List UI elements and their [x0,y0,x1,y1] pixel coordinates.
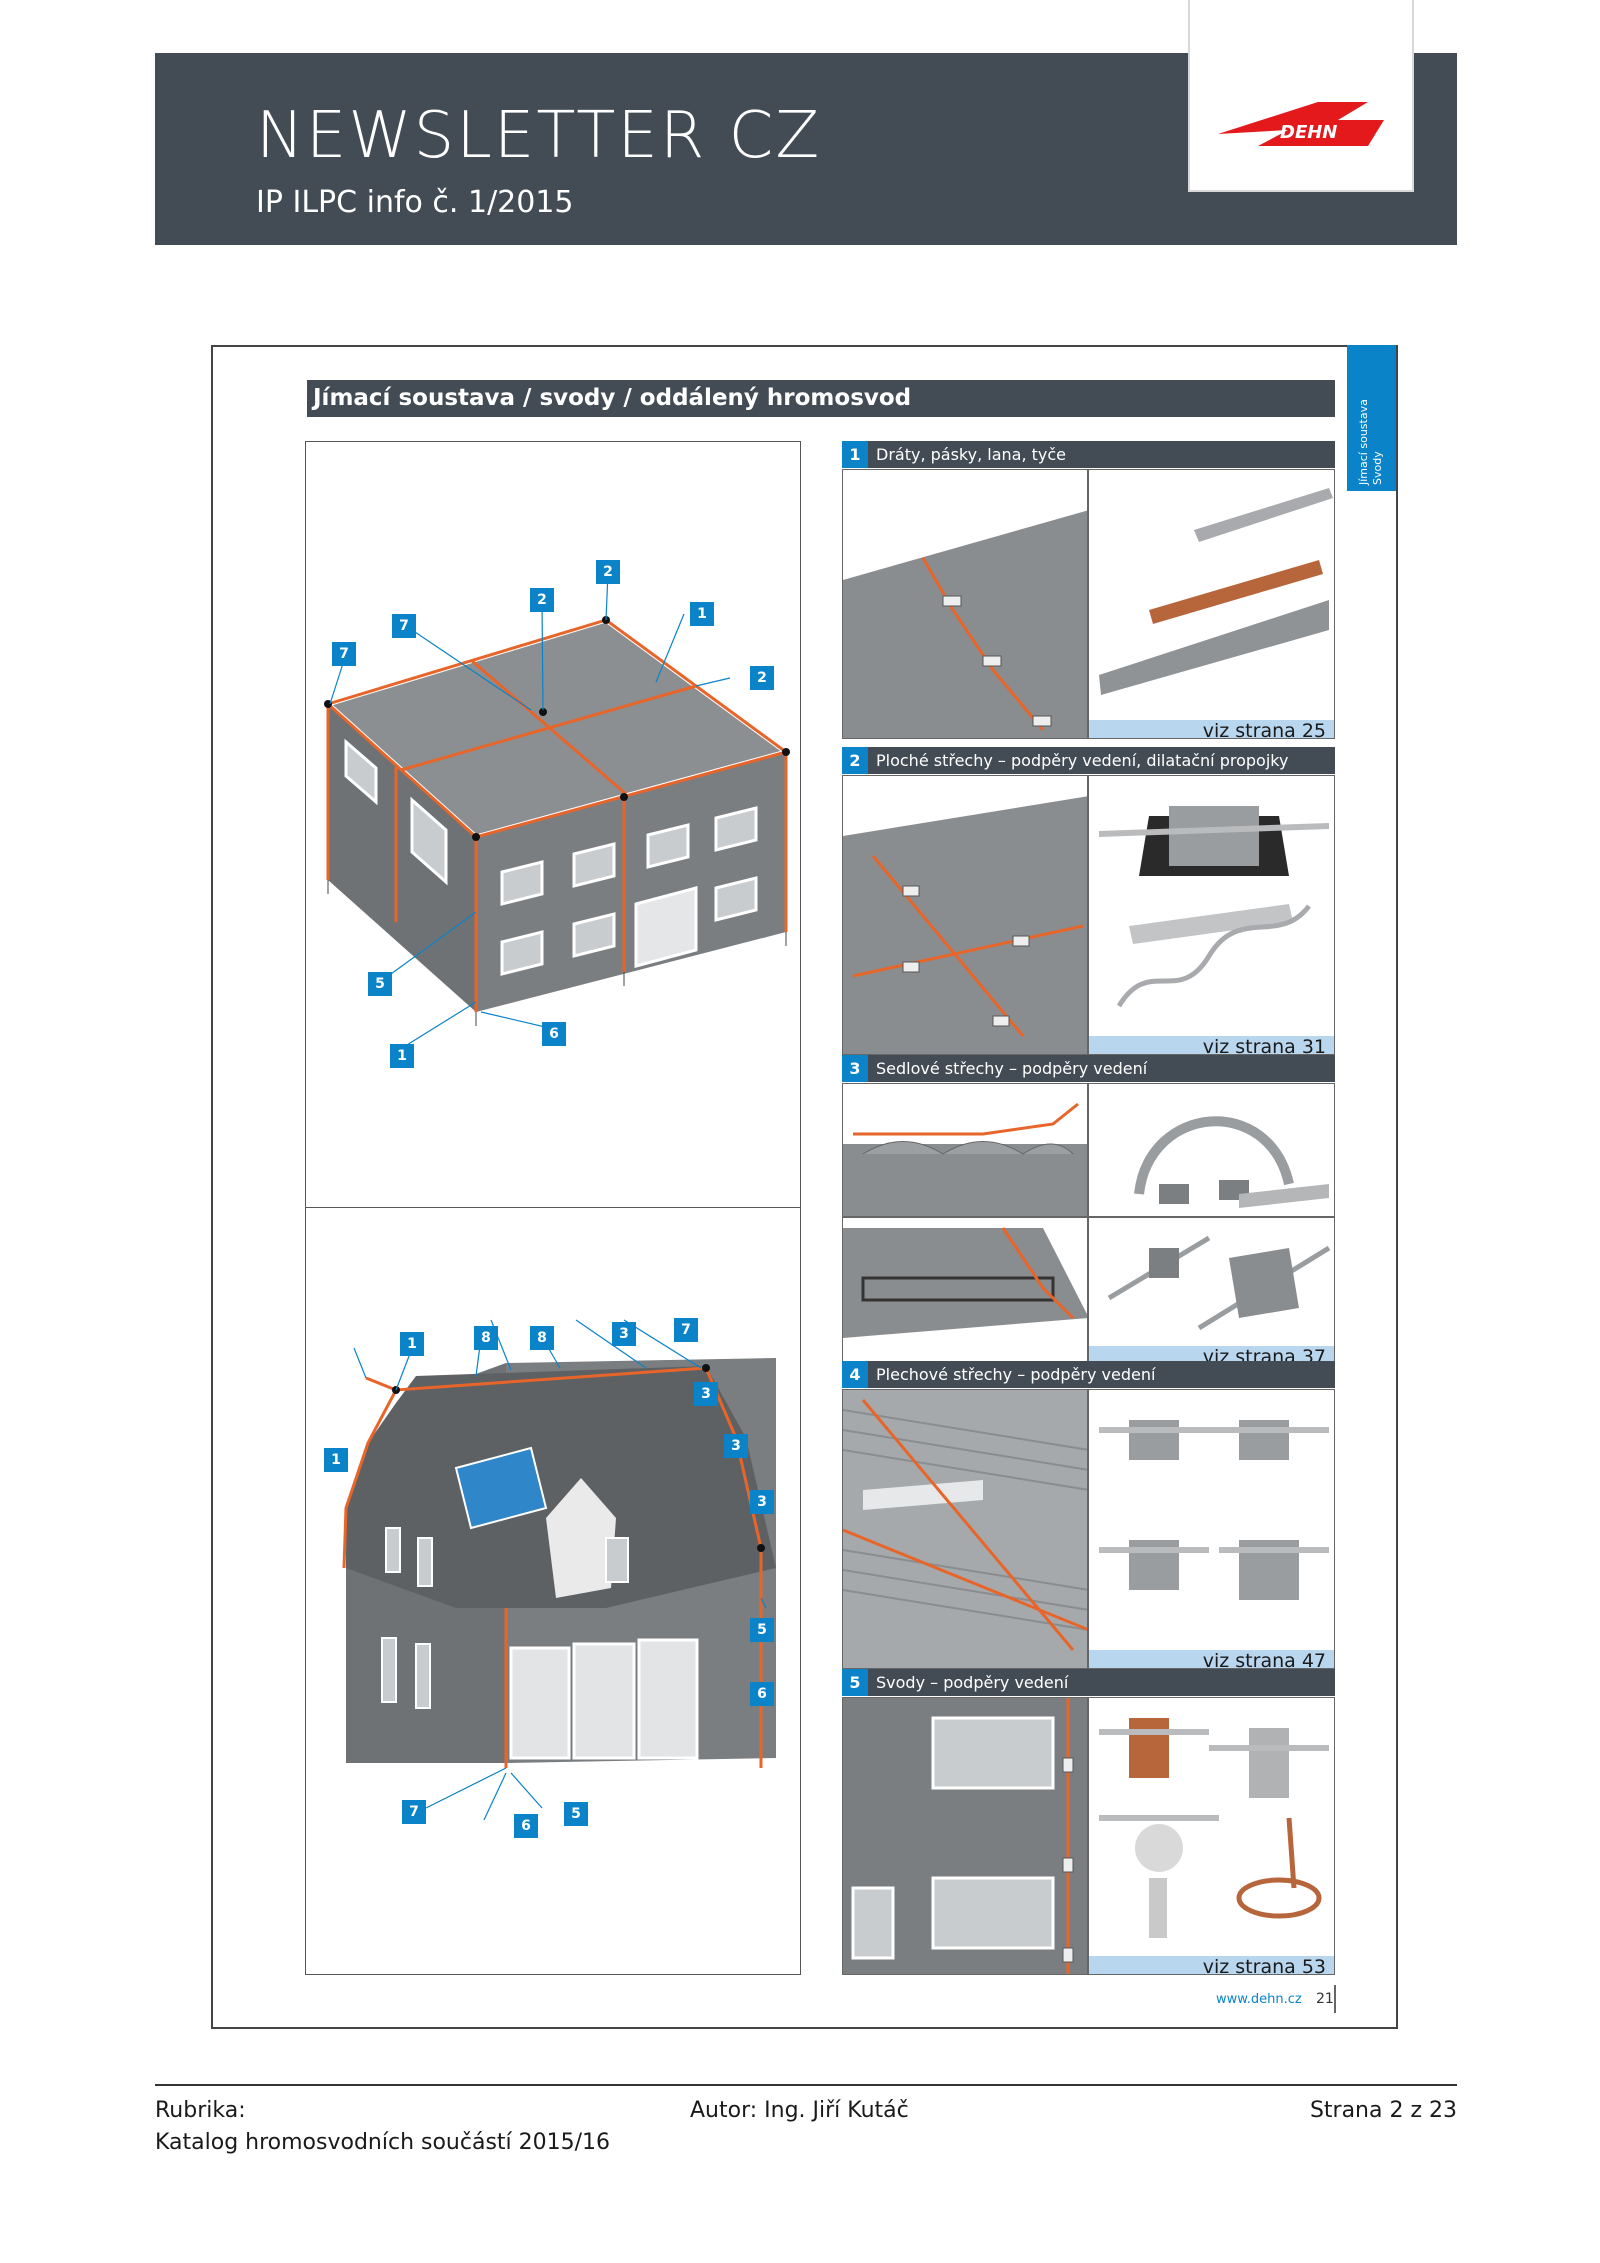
pitched-roof-house-illustration: 1 8 8 3 7 3 1 3 3 5 6 7 6 5 [305,1207,801,1975]
website-link[interactable]: www.dehn.cz [1216,1992,1302,2007]
newsletter-title: NEWSLETTER CZ [256,99,822,173]
downconductor-holders-icon [1099,1718,1329,1938]
section-3-roof-detail-a [842,1083,1088,1217]
wire-tape-rod-products-icon [1099,488,1333,695]
section-3-products-a [1088,1083,1335,1217]
footer-author: Autor: Ing. Jiří Kutáč [690,2098,909,2123]
logo-wordmark: DEHN [1280,122,1337,143]
callout-7a: 7 [332,642,356,666]
footer-rubric-label: Rubrika: [155,2098,246,2123]
flat-roof-building-illustration: 7 7 2 2 1 2 5 1 6 [305,441,801,1209]
section-3-roof-detail-b [842,1217,1088,1365]
section-1-products: viz strana 25 [1088,469,1335,739]
section-3-page-ref: viz strana 37 [1089,1346,1334,1364]
section-5-wall-detail [842,1697,1088,1975]
callout-8b: 8 [530,1326,554,1350]
section-2-products: viz strana 31 [1088,775,1335,1055]
flat-roof-building-icon [323,571,792,1049]
callout-6b: 6 [514,1814,538,1838]
catalog-page-number: 21 [1316,1991,1334,2007]
section-5-number: 5 [842,1669,868,1696]
section-1-roof-detail [842,469,1088,739]
footer-rubric-value: Katalog hromosvodních součástí 2015/16 [155,2130,611,2155]
callout-6a: 6 [750,1682,774,1706]
catalog-title: Jímací soustava / svody / oddálený hromo… [307,380,1335,417]
roof-ladder-icon [843,1227,1087,1338]
section-2-header: 2 Ploché střechy – podpěry vedení, dilata… [842,747,1335,774]
dehn-logo-icon: DEHN [1218,102,1384,146]
section-4-number: 4 [842,1361,868,1388]
callout-1a: 1 [690,602,714,626]
callout-1a: 1 [400,1332,424,1356]
callout-3a: 3 [612,1322,636,1346]
callout-3b: 3 [694,1382,718,1406]
ridge-clamp-icon [1134,1116,1329,1208]
callout-6: 6 [542,1022,566,1046]
pitched-roof-house-icon [342,1319,776,1821]
metal-roof-holders-icon [1099,1420,1329,1600]
callout-5: 5 [368,972,392,996]
callout-7b: 7 [392,614,416,638]
dehn-logo-box: DEHN [1188,0,1414,192]
footer-page: Strana 2 z 23 [1309,2098,1457,2123]
section-3-products-b: viz strana 37 [1088,1217,1335,1365]
section-2-number: 2 [842,747,868,774]
callout-3c: 3 [724,1434,748,1458]
callout-2c: 2 [750,666,774,690]
footer-divider [155,2084,1457,2086]
callout-3d: 3 [750,1490,774,1514]
section-3-number: 3 [842,1055,868,1082]
callout-7a: 7 [674,1318,698,1342]
callout-5b: 5 [564,1802,588,1826]
ridge-tile-icon [843,1102,1087,1216]
section-1-header: 1 Dráty, pásky, lana, tyče [842,441,1335,468]
section-3-title: Sedlové střechy – podpěry vedení [876,1059,1148,1078]
callout-5a: 5 [750,1618,774,1642]
flat-roof-supports-icon [843,786,1087,1054]
section-1-title: Dráty, pásky, lana, tyče [876,445,1066,464]
roof-conductor-holder-icon [1098,806,1330,1008]
section-2-roof-detail [842,775,1088,1055]
callout-7b: 7 [402,1800,426,1824]
section-2-title: Ploché střechy – podpěry vedení, dilatač… [876,751,1289,770]
section-4-roof-detail [842,1389,1088,1669]
section-4-header: 4 Plechové střechy – podpěry vedení [842,1361,1335,1388]
tile-holder-icon [1107,1235,1331,1331]
section-1-page-ref: viz strana 25 [1089,720,1334,738]
roof-wire-icon [843,491,1087,738]
metal-roof-icon [843,1390,1087,1668]
side-tab-line1: Jímací soustava [1357,399,1370,485]
section-1-number: 1 [842,441,868,468]
section-4-products: viz strana 47 [1088,1389,1335,1669]
section-4-page-ref: viz strana 47 [1089,1650,1334,1668]
section-3-header: 3 Sedlové střechy – podpěry vedení [842,1055,1335,1082]
newsletter-subtitle: IP ILPC info č. 1/2015 [256,185,574,220]
section-5-header: 5 Svody – podpěry vedení [842,1669,1335,1696]
side-tab-line2: Svody [1371,451,1384,485]
section-5-page-ref: viz strana 53 [1089,1956,1334,1974]
section-2-page-ref: viz strana 31 [1089,1036,1334,1054]
section-5-title: Svody – podpěry vedení [876,1673,1069,1692]
wall-downconductor-icon [843,1698,1087,1974]
section-5-products: viz strana 53 [1088,1697,1335,1975]
callout-1b: 1 [390,1044,414,1068]
callout-8a: 8 [474,1326,498,1350]
callout-2b: 2 [596,560,620,584]
callout-2a: 2 [530,588,554,612]
page-number-divider [1334,1985,1336,2013]
section-4-title: Plechové střechy – podpěry vedení [876,1365,1156,1384]
callout-1b: 1 [324,1448,348,1472]
